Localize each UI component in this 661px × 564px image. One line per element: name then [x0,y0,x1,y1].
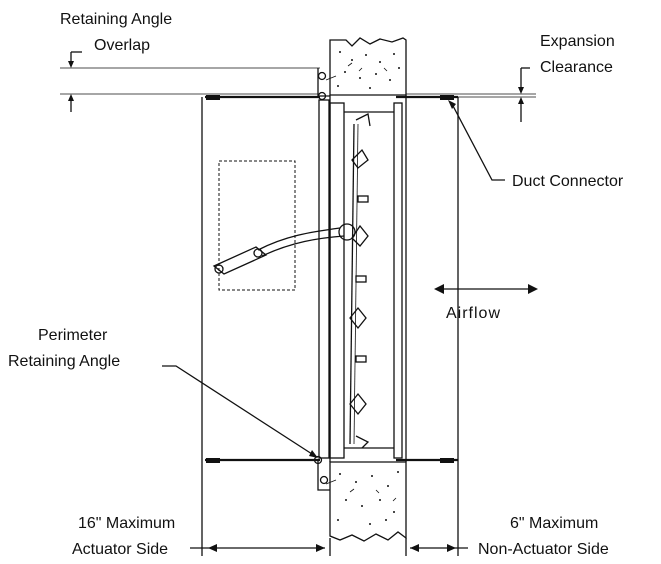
actuator-housing [218,160,296,291]
airflow-label: Airflow [446,305,501,322]
overlap-dimension [60,51,320,112]
damper-frame [318,99,403,459]
expansion-clearance-label-2: Clearance [540,59,613,76]
duct-connector-leader [448,100,505,181]
airflow-arrow [434,284,538,294]
perimeter-angle-leader [162,365,318,458]
expansion-clearance-dimension [406,67,536,122]
non-actuator-max-label-2: Non-Actuator Side [478,541,609,558]
retaining-angles [313,68,337,491]
retaining-angle-overlap-label-1: Retaining Angle [60,11,172,28]
expansion-clearance-label-1: Expansion [540,33,615,50]
wall-top-section [329,37,407,96]
actuator-arm [212,223,356,275]
non-actuator-side-dimension [410,544,468,552]
duct-walls [205,95,458,463]
concrete-texture-bottom [337,471,399,525]
perimeter-retaining-angle-label-2: Retaining Angle [8,353,120,370]
retaining-angle-overlap-label-2: Overlap [94,37,150,54]
non-actuator-max-label-1: 6" Maximum [510,515,598,532]
concrete-texture-top [337,51,400,89]
actuator-max-label-1: 16" Maximum [78,515,175,532]
duct-connector-label: Duct Connector [512,173,624,190]
damper-blades [349,113,371,449]
perimeter-retaining-angle-label-1: Perimeter [38,327,108,344]
duct-boundaries [201,97,459,556]
actuator-side-dimension [190,544,325,552]
wall-bottom-section [329,461,407,542]
actuator-max-label-2: Actuator Side [72,541,168,558]
